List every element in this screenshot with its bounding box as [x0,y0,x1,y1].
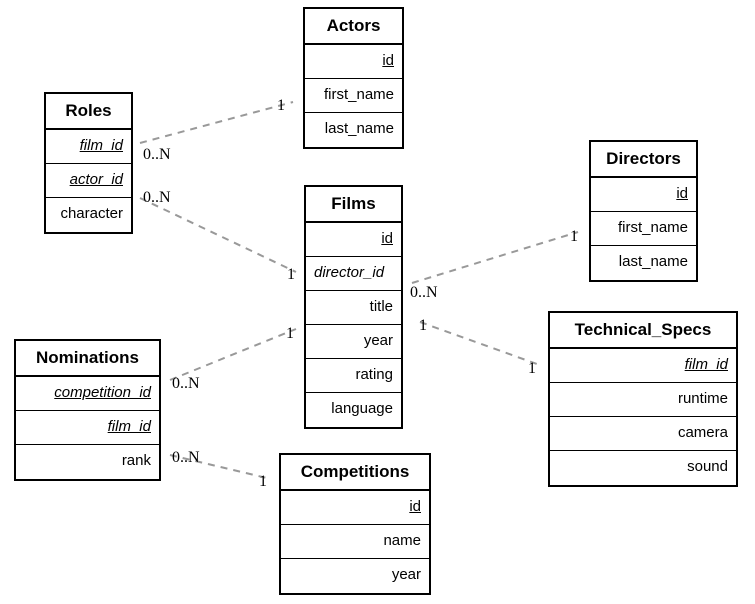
cardinality-label-nominations-films-to: 1 [286,325,294,342]
attribute-row[interactable]: film_id [16,411,159,445]
attribute-label: last_name [618,253,688,270]
attribute-label: character [60,205,123,222]
cardinality-label-films-technical_specs-from: 1 [419,317,427,334]
attribute-label: actor_id [69,171,123,188]
relationship-line-roles-films [139,197,297,273]
attribute-row[interactable]: actor_id [46,164,131,198]
entity-actors[interactable]: Actors id first_name last_name [303,7,404,149]
attribute-label: year [391,566,421,583]
entity-title-directors: Directors [591,142,696,178]
attribute-row[interactable]: film_id [46,130,131,164]
attribute-row[interactable]: id [281,491,429,525]
attribute-label: rating [355,366,393,383]
relationship-line-films-technical_specs [419,321,538,365]
entity-title-technical_specs: Technical_Specs [550,313,736,349]
attribute-row[interactable]: title [306,291,401,325]
attribute-label: id [676,185,688,202]
attribute-row[interactable]: character [46,198,131,232]
attribute-row[interactable]: year [281,559,429,593]
cardinality-label-nominations-films-from: 0..N [172,375,200,392]
entity-title-films: Films [306,187,401,223]
attribute-label: competition_id [54,384,151,401]
attribute-row[interactable]: sound [550,451,736,485]
attribute-label: year [363,332,393,349]
cardinality-label-films-directors-from: 0..N [410,284,438,301]
attribute-label: id [409,498,421,515]
relationship-line-nominations-films [169,328,297,381]
attribute-label: title [369,298,393,315]
attribute-row[interactable]: id [305,45,402,79]
attribute-row[interactable]: runtime [550,383,736,417]
entity-directors[interactable]: Directors id first_name last_name [589,140,698,282]
entity-title-actors: Actors [305,9,402,45]
cardinality-label-roles-actors-from: 0..N [143,146,171,163]
attribute-label: film_id [107,418,151,435]
attribute-row[interactable]: camera [550,417,736,451]
attribute-row[interactable]: id [306,223,401,257]
attribute-row[interactable]: rating [306,359,401,393]
attribute-row[interactable]: language [306,393,401,427]
attribute-label: name [383,532,421,549]
relationship-line-roles-actors [139,101,294,144]
attribute-label: first_name [617,219,688,236]
attribute-label: film_id [684,356,728,373]
attribute-row[interactable]: name [281,525,429,559]
entity-title-nominations: Nominations [16,341,159,377]
attribute-label: id [382,52,394,69]
attribute-row[interactable]: rank [16,445,159,479]
entity-competitions[interactable]: Competitions id name year [279,453,431,595]
cardinality-label-roles-actors-to: 1 [277,97,285,114]
attribute-label: camera [677,424,728,441]
relationship-line-films-directors [411,231,579,284]
cardinality-label-films-directors-to: 1 [570,228,578,245]
attribute-label: rank [121,452,151,469]
attribute-label: sound [687,458,728,475]
attribute-label: id [381,230,393,247]
attribute-row[interactable]: film_id [550,349,736,383]
cardinality-label-films-technical_specs-to: 1 [528,360,536,377]
attribute-label: director_id [314,264,385,281]
attribute-row[interactable]: last_name [591,246,696,280]
cardinality-label-nominations-competitions-from: 0..N [172,449,200,466]
attribute-label: film_id [79,137,123,154]
entity-roles[interactable]: Roles film_id actor_id character [44,92,133,234]
entity-title-roles: Roles [46,94,131,130]
attribute-row[interactable]: first_name [591,212,696,246]
attribute-label: language [331,400,393,417]
cardinality-label-roles-films-from: 0..N [143,189,171,206]
entity-title-competitions: Competitions [281,455,429,491]
attribute-label: first_name [323,86,394,103]
attribute-row[interactable]: competition_id [16,377,159,411]
attribute-row[interactable]: last_name [305,113,402,147]
cardinality-label-nominations-competitions-to: 1 [259,473,267,490]
attribute-row[interactable]: id [591,178,696,212]
attribute-row[interactable]: year [306,325,401,359]
cardinality-label-roles-films-to: 1 [287,266,295,283]
attribute-row[interactable]: first_name [305,79,402,113]
attribute-label: last_name [324,120,394,137]
attribute-row[interactable]: director_id [306,257,401,291]
attribute-label: runtime [677,390,728,407]
